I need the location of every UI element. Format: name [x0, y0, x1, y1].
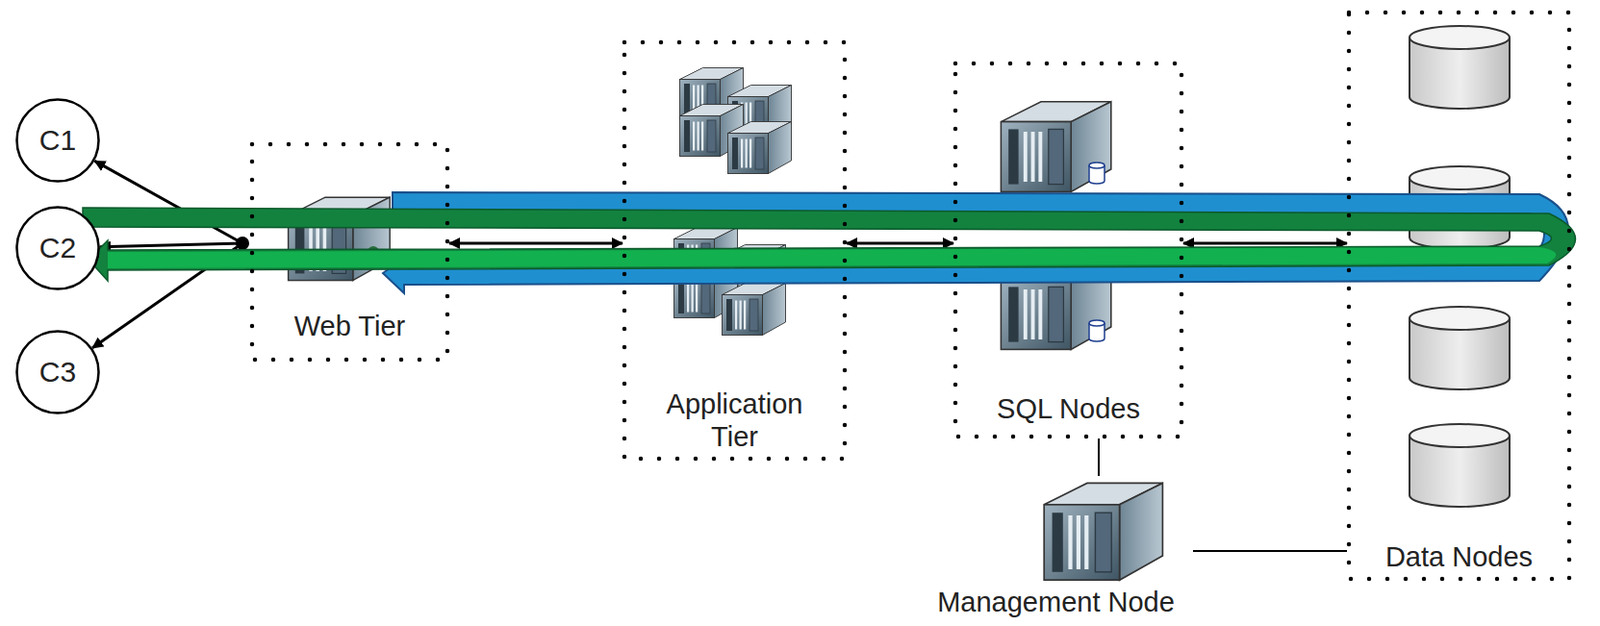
connector — [846, 242, 954, 246]
client-label: C1 — [39, 124, 77, 158]
tier-group: Data Nodes — [1346, 10, 1572, 582]
client-label: C3 — [39, 355, 77, 390]
tier-group: Web Tier — [250, 142, 450, 362]
connector — [1097, 438, 1100, 477]
connector — [449, 242, 623, 246]
client-circle: C2 — [15, 205, 101, 291]
tier-label: Data Nodes — [1385, 541, 1533, 574]
tier-label: SQL Nodes — [996, 393, 1141, 426]
connector — [1193, 550, 1347, 553]
tier-group: SQL Nodes — [953, 61, 1184, 439]
tier-label: Web Tier — [294, 310, 407, 343]
client-label: C2 — [39, 231, 77, 266]
tier-label: Management Node — [937, 586, 1175, 619]
connector — [94, 160, 243, 244]
server-node: Management Node — [918, 476, 1194, 623]
connector — [100, 243, 243, 248]
connector — [1183, 242, 1347, 246]
tier-label: Application Tier — [648, 388, 822, 454]
dotted-outline — [1346, 10, 1572, 582]
tier-group: Application Tier — [622, 40, 847, 461]
dotted-outline — [953, 61, 1184, 439]
client-circle: C1 — [15, 98, 101, 183]
client-circle: C3 — [15, 330, 101, 415]
